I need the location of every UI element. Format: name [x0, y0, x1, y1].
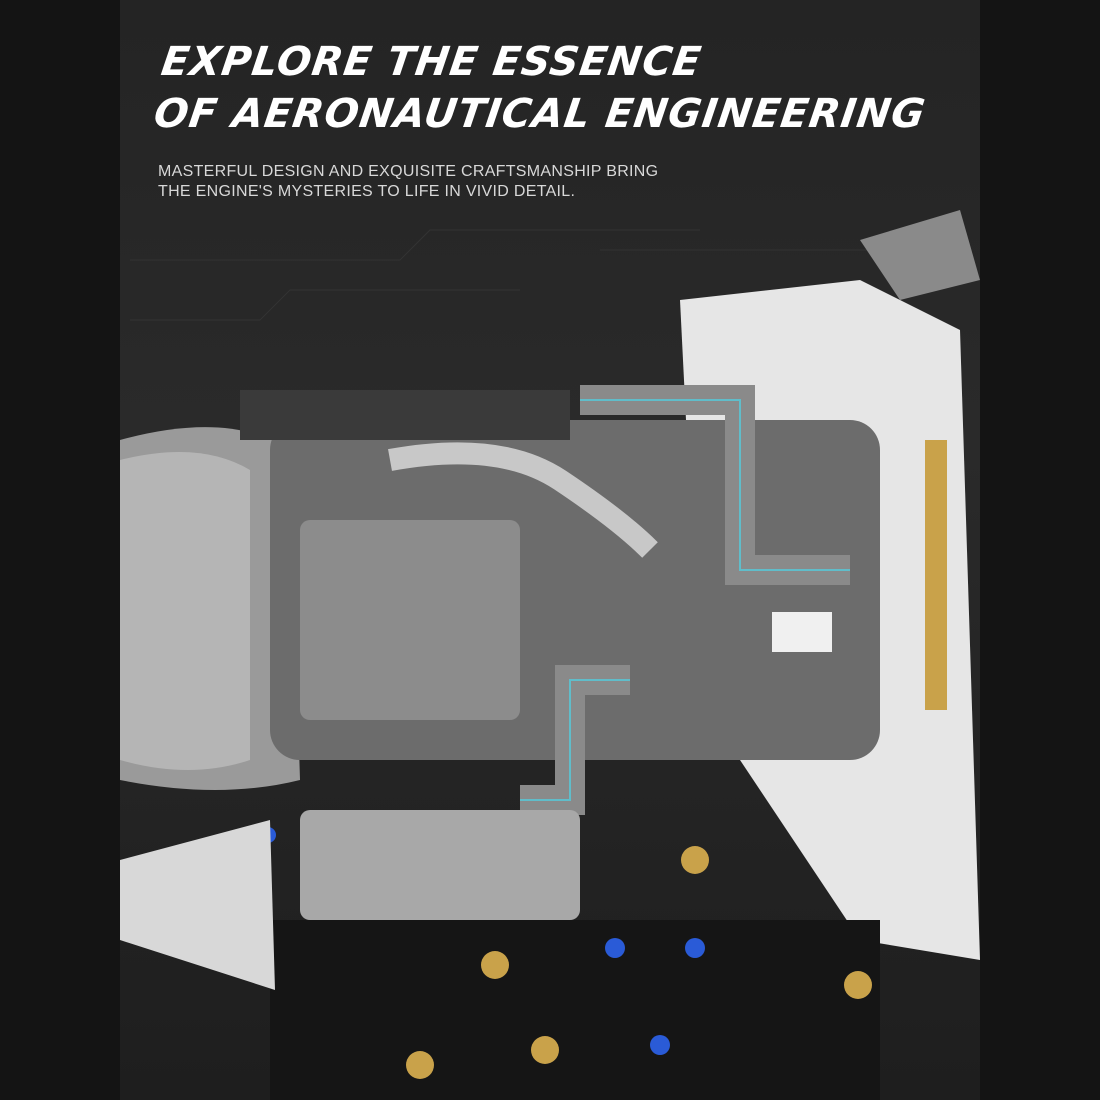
headline-line-2: OF AERONAUTICAL ENGINEERING [151, 91, 929, 137]
beam-pins [406, 846, 872, 1079]
vent-grille [772, 612, 832, 652]
rear-ring [860, 210, 980, 300]
brass-piston [925, 440, 947, 710]
electric-motor [300, 810, 580, 920]
lower-pipe-glow [520, 679, 630, 801]
base-frame [270, 920, 880, 1100]
headline-line-1: EXPLORE THE ESSENCE [158, 39, 705, 85]
subtitle: MASTERFUL DESIGN AND EXQUISITE CRAFTSMAN… [158, 162, 658, 202]
nose-cone-highlight [120, 452, 250, 770]
circuit-lines [130, 229, 900, 321]
left-wing [120, 820, 275, 990]
compressor-panel [300, 520, 520, 720]
headline: EXPLORE THE ESSENCE OF AERONAUTICAL ENGI… [151, 36, 937, 140]
pipe-glow [580, 399, 850, 571]
top-frame [240, 390, 570, 440]
subtitle-line-1: MASTERFUL DESIGN AND EXQUISITE CRAFTSMAN… [158, 163, 659, 180]
flex-hose [388, 442, 658, 558]
subtitle-line-2: THE ENGINE'S MYSTERIES TO LIFE IN VIVID … [158, 183, 576, 200]
